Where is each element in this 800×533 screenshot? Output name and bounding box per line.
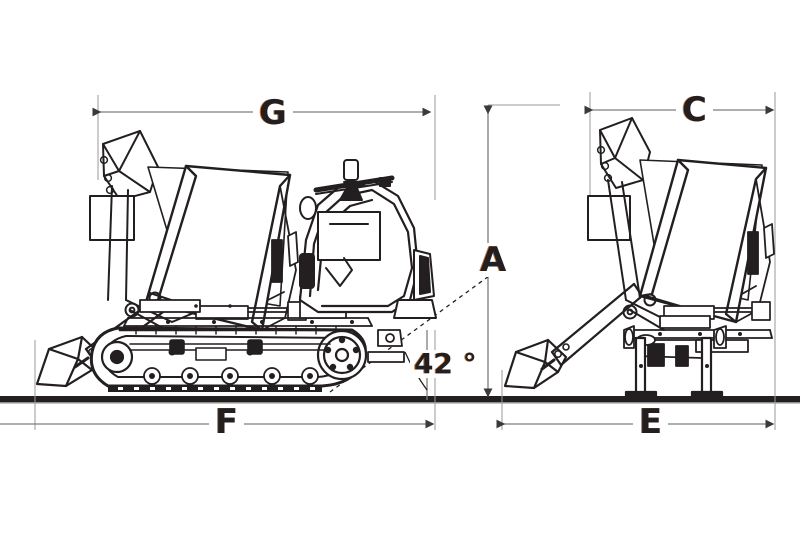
support-stand-left <box>624 336 658 400</box>
front-idler-left <box>100 340 134 374</box>
right-view-machine <box>503 117 775 400</box>
dimension-label-C: C <box>676 93 713 127</box>
steering-lever-left <box>313 159 395 201</box>
skip-body-right <box>638 158 768 324</box>
mast-structure-right <box>587 117 651 301</box>
chassis-frame-right <box>627 315 773 339</box>
chassis-bolts-right <box>658 332 742 336</box>
stand-brackets-right <box>623 325 727 349</box>
angle-label-42-degrees: 42 ° <box>410 350 481 378</box>
track-rollers-left <box>143 367 319 385</box>
rubber-track-left <box>89 325 367 392</box>
track-frame-internals-left <box>129 339 331 361</box>
dimension-label-E: E <box>633 405 669 439</box>
mast-pins-right <box>596 145 613 183</box>
left-view-machine <box>35 130 437 392</box>
track-cleats-left <box>135 325 337 335</box>
dimension-label-A: A <box>474 243 513 277</box>
mast-structure-left <box>89 130 159 301</box>
drive-sprocket-left <box>316 329 368 381</box>
dimension-label-F: F <box>209 405 245 439</box>
rear-fender-left <box>393 249 437 319</box>
mast-pins-left <box>99 155 115 195</box>
loader-bucket-pins-right <box>540 343 570 371</box>
chassis-bolts-left <box>166 304 354 324</box>
skip-rear-plate-left <box>261 185 299 331</box>
loader-arm-right <box>550 282 644 367</box>
skip-rear-plate-right <box>735 178 775 323</box>
dimension-label-G: G <box>253 96 293 130</box>
rear-hitch-left <box>367 329 405 363</box>
support-stand-right <box>690 336 724 400</box>
skip-body-left <box>144 164 292 332</box>
underbody-right <box>635 334 749 367</box>
control-console-left <box>299 196 381 289</box>
ground-line <box>0 396 800 404</box>
